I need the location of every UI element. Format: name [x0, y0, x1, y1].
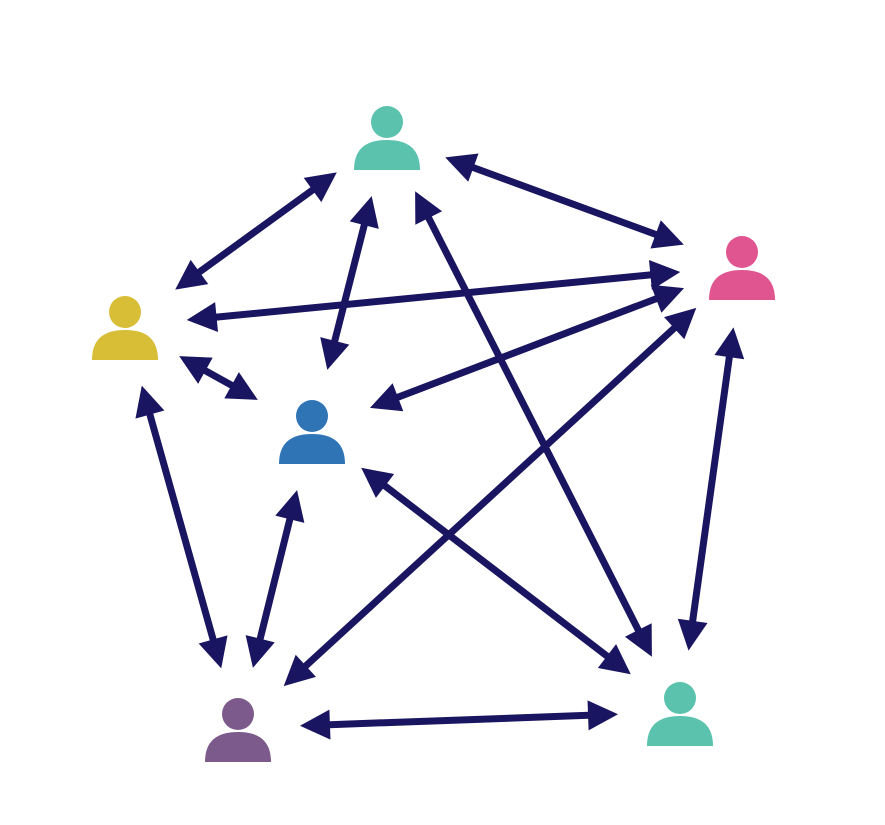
edge-left-bottom-left: [135, 385, 228, 669]
person-body: [647, 716, 713, 746]
edge-center-bottom-right: [361, 467, 631, 675]
edge-line: [330, 220, 369, 346]
person-icon: [647, 682, 713, 746]
arrowhead-icon: [677, 618, 708, 651]
arrowhead-icon: [445, 153, 479, 182]
edge-line: [255, 514, 295, 644]
node-bottom-left: [205, 698, 271, 762]
person-head: [296, 400, 328, 432]
arrowhead-icon: [186, 302, 219, 333]
edge-line: [392, 294, 662, 402]
arrowhead-icon: [714, 327, 745, 360]
edge-right-bottom-left: [283, 307, 697, 687]
arrowhead-icon: [275, 490, 305, 523]
edge-bottom-left-bottom-right: [299, 700, 619, 740]
person-body: [92, 330, 158, 360]
person-body: [205, 732, 271, 762]
node-top: [354, 106, 420, 170]
person-head: [726, 236, 758, 268]
arrowhead-icon: [175, 259, 209, 290]
person-body: [709, 270, 775, 300]
arrowhead-icon: [587, 700, 619, 731]
edge-line: [379, 480, 613, 662]
arrowhead-icon: [648, 259, 681, 290]
person-icon: [354, 106, 420, 170]
arrowhead-icon: [349, 196, 379, 229]
person-icon: [279, 400, 345, 464]
arrowhead-icon: [415, 191, 443, 225]
node-bottom-right: [647, 682, 713, 746]
person-body: [279, 434, 345, 464]
arrowhead-icon: [283, 654, 316, 687]
person-head: [109, 296, 141, 328]
edge-top-center: [320, 196, 379, 370]
edge-top-right: [445, 153, 684, 249]
edge-top-bottom-right: [415, 191, 652, 657]
arrowhead-icon: [597, 644, 631, 675]
person-head: [222, 698, 254, 730]
arrowhead-icon: [135, 385, 165, 419]
nodes-layer: [92, 106, 775, 762]
node-center: [279, 400, 345, 464]
edges-layer: [135, 153, 745, 740]
arrowhead-icon: [299, 709, 331, 740]
arrowhead-icon: [179, 356, 213, 384]
edge-line: [468, 162, 661, 240]
arrowhead-icon: [198, 635, 228, 669]
arrowhead-icon: [650, 284, 685, 313]
arrowhead-icon: [320, 337, 350, 370]
edge-line: [688, 352, 734, 626]
edge-left-center: [179, 356, 258, 400]
arrowhead-icon: [664, 307, 697, 340]
person-icon: [709, 236, 775, 300]
person-icon: [92, 296, 158, 360]
person-head: [371, 106, 403, 138]
edge-right-center: [369, 284, 685, 412]
edge-center-bottom-left: [245, 490, 305, 668]
person-icon: [205, 698, 271, 762]
edge-right-bottom-right: [677, 327, 745, 651]
edge-line: [200, 365, 237, 391]
node-left: [92, 296, 158, 360]
edge-line: [300, 322, 680, 672]
edge-line: [423, 212, 644, 636]
edge-line: [194, 184, 318, 278]
arrowhead-icon: [361, 467, 395, 498]
edge-line: [325, 711, 593, 729]
person-body: [354, 140, 420, 170]
edge-top-left: [175, 172, 337, 290]
arrowhead-icon: [224, 372, 258, 400]
edge-line: [145, 409, 218, 645]
arrowhead-icon: [624, 623, 652, 657]
person-head: [664, 682, 696, 714]
node-right: [709, 236, 775, 300]
arrowhead-icon: [650, 220, 684, 249]
edge-line: [212, 271, 655, 321]
arrowhead-icon: [245, 635, 275, 668]
edge-right-left: [186, 259, 681, 333]
arrowhead-icon: [369, 383, 404, 412]
arrowhead-icon: [303, 172, 337, 203]
